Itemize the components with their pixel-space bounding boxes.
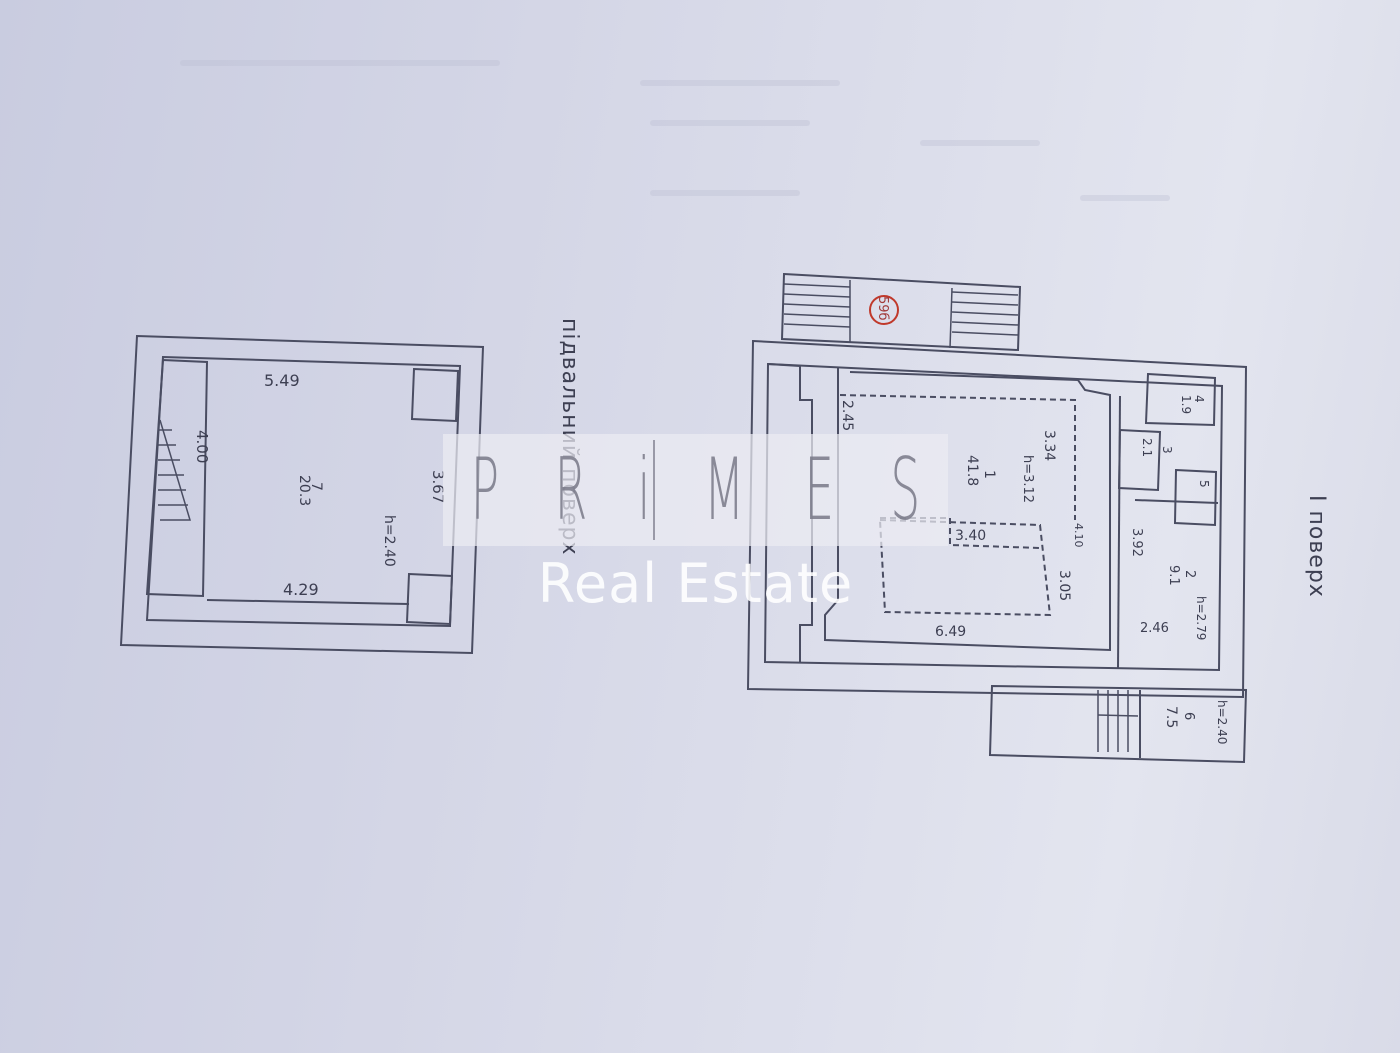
lot-number-circle	[869, 295, 899, 325]
basement-room-number: 7	[308, 482, 324, 491]
room-2-dim: 2.46	[1140, 621, 1169, 636]
room-2-height: h=2.79	[1194, 596, 1208, 640]
room-4-wall	[1144, 372, 1217, 427]
faint-text-line	[650, 120, 810, 126]
room-5-wall	[1173, 468, 1218, 527]
faint-text-line	[180, 60, 500, 66]
room-1-height: h=3.12	[1020, 455, 1035, 503]
watermark-letter: i	[637, 440, 651, 540]
basement-dim-left: 4.00	[193, 430, 211, 463]
watermark-letter: M	[703, 440, 745, 540]
faint-text-line	[640, 80, 840, 86]
room-2-area: 9.1	[1166, 565, 1181, 586]
room-2-number: 2	[1182, 570, 1197, 578]
basement-dim-right: 3.67	[429, 470, 447, 503]
room-1-area: 41.8	[964, 455, 980, 486]
first-floor-label: I поверх	[1304, 495, 1329, 598]
basement-column	[410, 367, 460, 423]
basement-room-height: h=2.40	[381, 515, 397, 567]
basement-dim-top: 5.49	[264, 371, 300, 390]
basement-stair-block	[145, 358, 209, 598]
room-4-number: 4	[1192, 395, 1206, 403]
watermark-background	[443, 434, 948, 546]
basement-room-area: 20.3	[296, 475, 312, 506]
watermark-logo: P R i M E S	[443, 434, 948, 546]
top-stairs-right	[949, 287, 1019, 349]
room-4-area: 1.9	[1179, 395, 1193, 414]
lot-number: 59б	[875, 296, 890, 321]
basement-wall-line	[206, 599, 410, 605]
partition-wall	[1134, 499, 1219, 504]
faint-text-line	[920, 140, 1040, 146]
room-6-area: 7.5	[1163, 706, 1179, 728]
room-6-number: 6	[1181, 712, 1196, 720]
basement-inner-wall	[145, 355, 462, 628]
basement-outer-wall	[119, 334, 485, 655]
bottom-annex	[988, 684, 1248, 764]
room-6-height: h=2.40	[1215, 700, 1229, 744]
watermark-letter: S	[890, 440, 921, 540]
room-1-dim: 3.40	[955, 528, 986, 544]
room-1-number: 1	[981, 470, 997, 479]
faint-text-line	[1080, 195, 1170, 201]
watermark-letter: R	[554, 440, 588, 540]
room-1-dim: 2.45	[839, 400, 855, 431]
watermark-subtitle: Real Estate	[537, 552, 854, 615]
basement-dim-bottom: 4.29	[283, 580, 319, 599]
first-floor-outer-wall	[746, 339, 1248, 699]
room-1-dim: 3.05	[1056, 570, 1072, 601]
room-3-wall	[1117, 428, 1162, 492]
first-floor-inner-wall	[763, 362, 1224, 672]
top-porch	[780, 272, 1022, 352]
faint-text-line	[650, 190, 800, 196]
room-1-dim: 6.49	[935, 624, 966, 640]
top-stairs-left	[783, 280, 851, 342]
basement-column	[405, 572, 454, 626]
watermark-divider	[653, 440, 655, 540]
room-1-wall	[824, 367, 1111, 652]
room-2-dim: 3.92	[1129, 528, 1144, 557]
room-1-dim: 4.10	[1072, 523, 1085, 548]
room-3-area: 2.1	[1140, 438, 1154, 457]
bottom-stairs	[1097, 690, 1139, 752]
left-strip	[767, 363, 813, 662]
watermark-letter: E	[804, 440, 835, 540]
room-1-dim: 3.34	[1041, 430, 1057, 461]
room-3-number: 3	[1160, 446, 1174, 454]
room-5-number: 5	[1197, 480, 1211, 488]
basement-stairs	[158, 419, 192, 521]
watermark-letter: P	[470, 440, 499, 540]
